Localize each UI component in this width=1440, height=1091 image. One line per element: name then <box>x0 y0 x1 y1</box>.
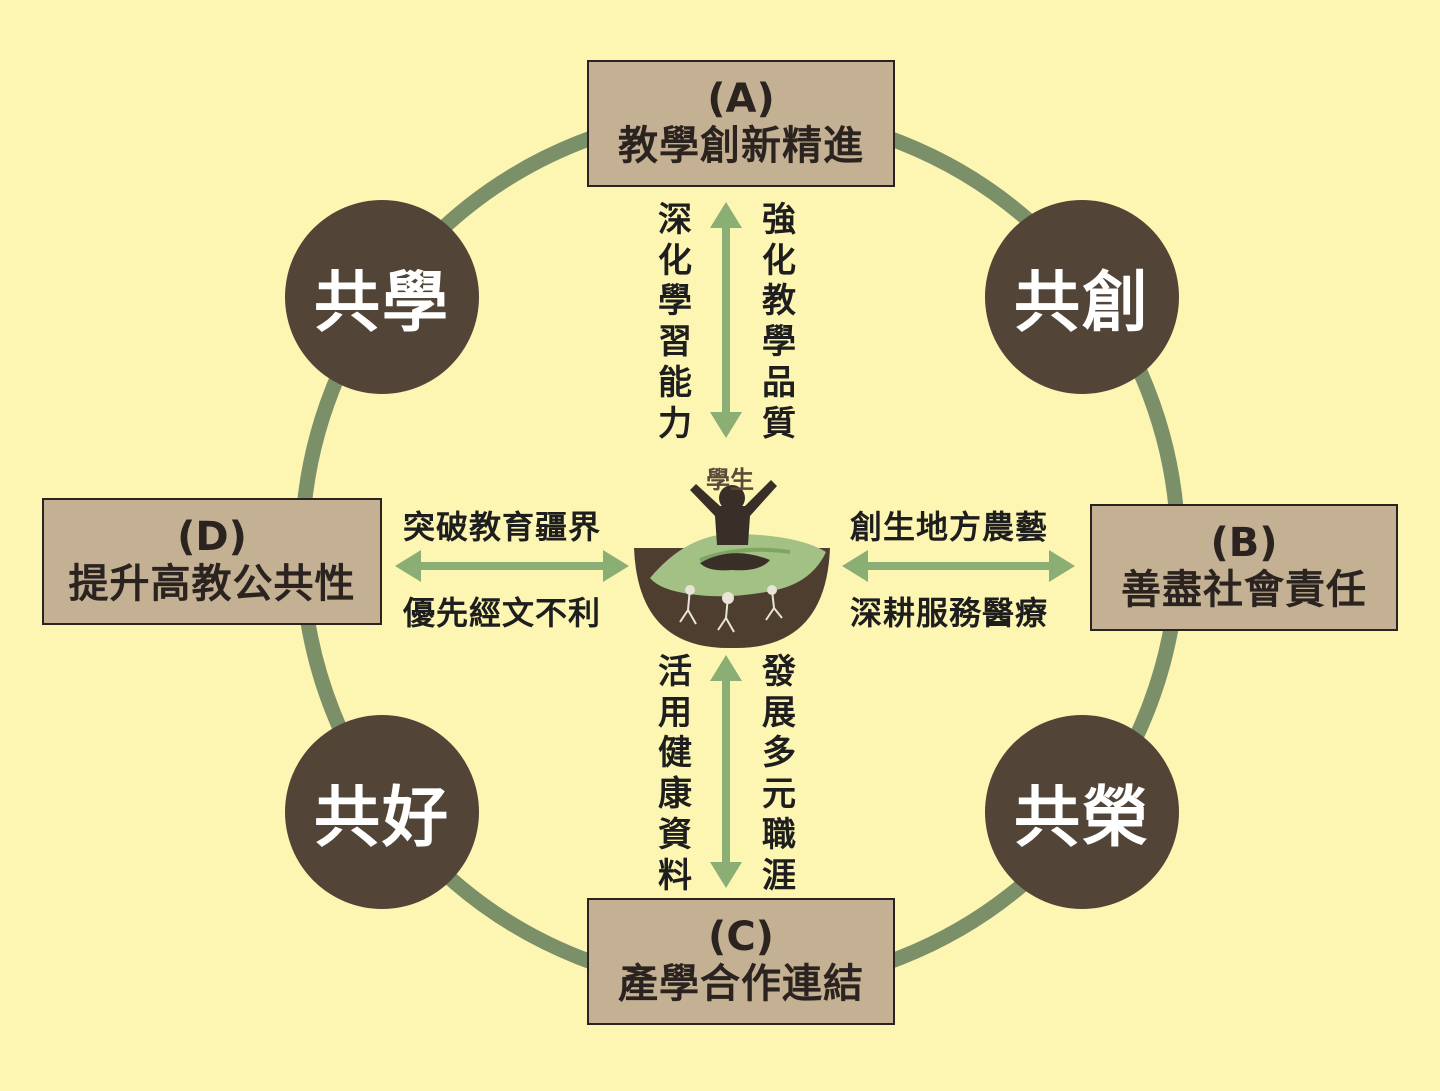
arrow-bottom <box>710 655 742 888</box>
link-bottom-right: 發展多元職涯 <box>762 652 796 896</box>
arrow-right <box>842 550 1075 582</box>
circle-top-right: 共創 <box>985 200 1179 394</box>
node-b-code: (B) <box>1210 519 1278 566</box>
circle-bottom-left: 共好 <box>285 715 479 909</box>
node-a: (A) 教學創新精進 <box>587 60 895 187</box>
arrow-left <box>395 550 629 582</box>
node-d-title: 提升高教公共性 <box>68 560 356 607</box>
link-top-right: 強化教學品質 <box>762 200 796 444</box>
node-a-code: (A) <box>707 75 775 122</box>
node-c: (C) 產學合作連結 <box>587 898 895 1025</box>
arrow-top <box>710 202 742 438</box>
link-right-top: 創生地方農藝 <box>850 508 1049 546</box>
link-top-left: 深化學習能力 <box>658 200 692 444</box>
circle-bottom-right: 共榮 <box>985 715 1179 909</box>
link-bottom-left: 活用健康資料 <box>658 652 692 896</box>
node-b-title: 善盡社會責任 <box>1121 566 1367 613</box>
node-b: (B) 善盡社會責任 <box>1090 504 1398 631</box>
circle-top-left: 共學 <box>285 200 479 394</box>
node-c-title: 產學合作連結 <box>618 960 864 1007</box>
link-left-bottom: 優先經文不利 <box>403 594 602 632</box>
link-left-top: 突破教育疆界 <box>403 508 602 546</box>
node-d: (D) 提升高教公共性 <box>42 498 382 625</box>
node-d-code: (D) <box>177 513 247 560</box>
student-illustration <box>634 480 830 649</box>
node-a-title: 教學創新精進 <box>618 122 864 169</box>
node-c-code: (C) <box>708 913 774 960</box>
link-right-bottom: 深耕服務醫療 <box>850 594 1049 632</box>
student-label: 學生 <box>706 466 754 494</box>
